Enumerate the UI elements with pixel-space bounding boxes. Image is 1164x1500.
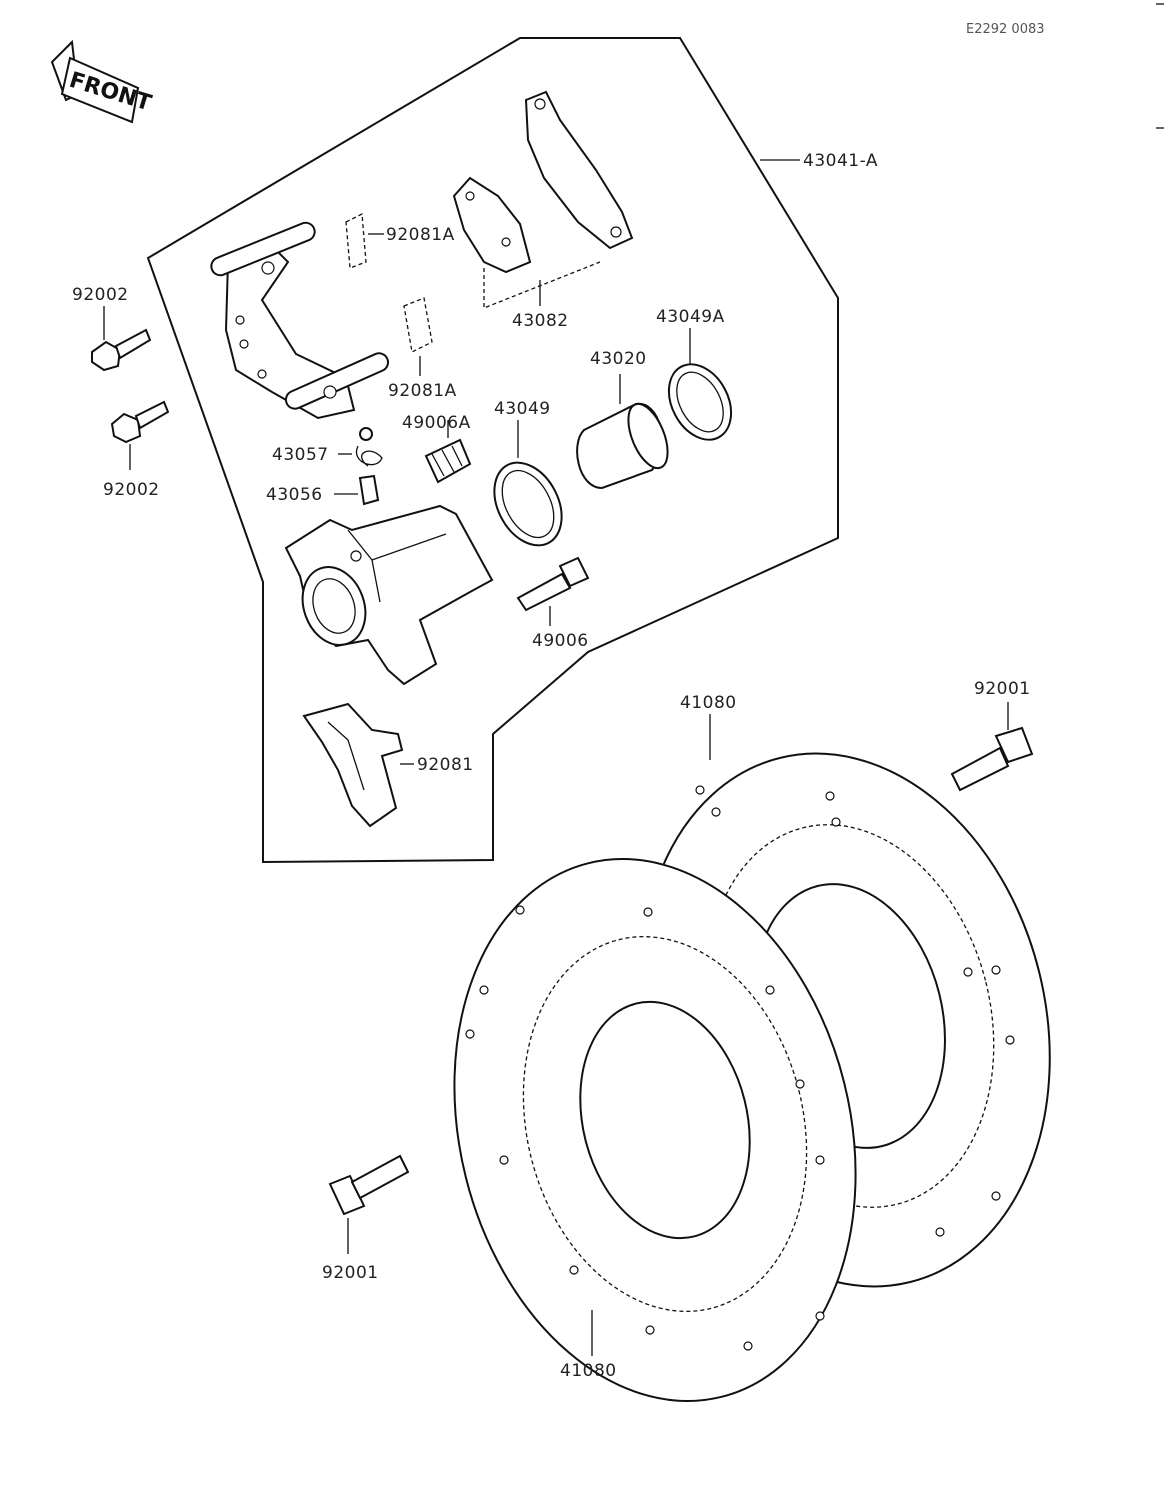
label-dust-seal: 43049 bbox=[494, 399, 551, 419]
label-disc-front: 41080 bbox=[560, 1361, 617, 1381]
label-bolt-lower: 92002 bbox=[103, 480, 160, 500]
bleed-valve bbox=[358, 474, 380, 506]
label-seal-a: 43049A bbox=[656, 307, 725, 327]
piston-seal bbox=[667, 363, 733, 441]
caliper-body bbox=[284, 504, 494, 686]
bolt-lower bbox=[110, 400, 170, 444]
diagram-code: E2292 0083 bbox=[966, 22, 1045, 37]
label-pin-clip-top: 92081A bbox=[386, 225, 455, 245]
brake-pad-outer bbox=[524, 90, 634, 250]
label-retainer: 92081 bbox=[417, 755, 474, 775]
label-disc-bolt-right: 92001 bbox=[974, 679, 1031, 699]
brake-pad-inner bbox=[452, 176, 532, 274]
label-pin-clip-mid: 92081A bbox=[388, 381, 457, 401]
label-pin-bolt: 49006 bbox=[532, 631, 589, 651]
disc-bolt-right bbox=[950, 726, 1034, 792]
caliper-assembly-outline bbox=[146, 37, 839, 864]
bolt-upper bbox=[91, 328, 152, 372]
front-badge: FRONT bbox=[50, 39, 154, 124]
label-spring: 43057 bbox=[272, 445, 329, 465]
label-piston: 43020 bbox=[590, 349, 647, 369]
label-disc-rear: 41080 bbox=[680, 693, 737, 713]
piston bbox=[576, 402, 669, 490]
pin-bolt bbox=[516, 556, 590, 612]
spring bbox=[355, 427, 383, 467]
caliper-bracket bbox=[210, 221, 390, 420]
dust-seal bbox=[493, 461, 563, 547]
label-pad-set: 43082 bbox=[512, 311, 569, 331]
pin-clip-mid bbox=[403, 297, 433, 353]
boot bbox=[424, 438, 472, 484]
disc-bolt-left bbox=[328, 1154, 410, 1216]
label-bolt-upper: 92002 bbox=[72, 285, 129, 305]
front-arrow-icon bbox=[60, 56, 140, 124]
retainer bbox=[302, 702, 404, 828]
label-bleed-valve: 43056 bbox=[266, 485, 323, 505]
label-caliper-assembly: 43041-A bbox=[803, 151, 878, 171]
label-disc-bolt-left: 92001 bbox=[322, 1263, 379, 1283]
pin-clip-top bbox=[345, 212, 367, 269]
label-boot: 49006A bbox=[402, 413, 471, 433]
brake-disc-front bbox=[453, 858, 857, 1402]
